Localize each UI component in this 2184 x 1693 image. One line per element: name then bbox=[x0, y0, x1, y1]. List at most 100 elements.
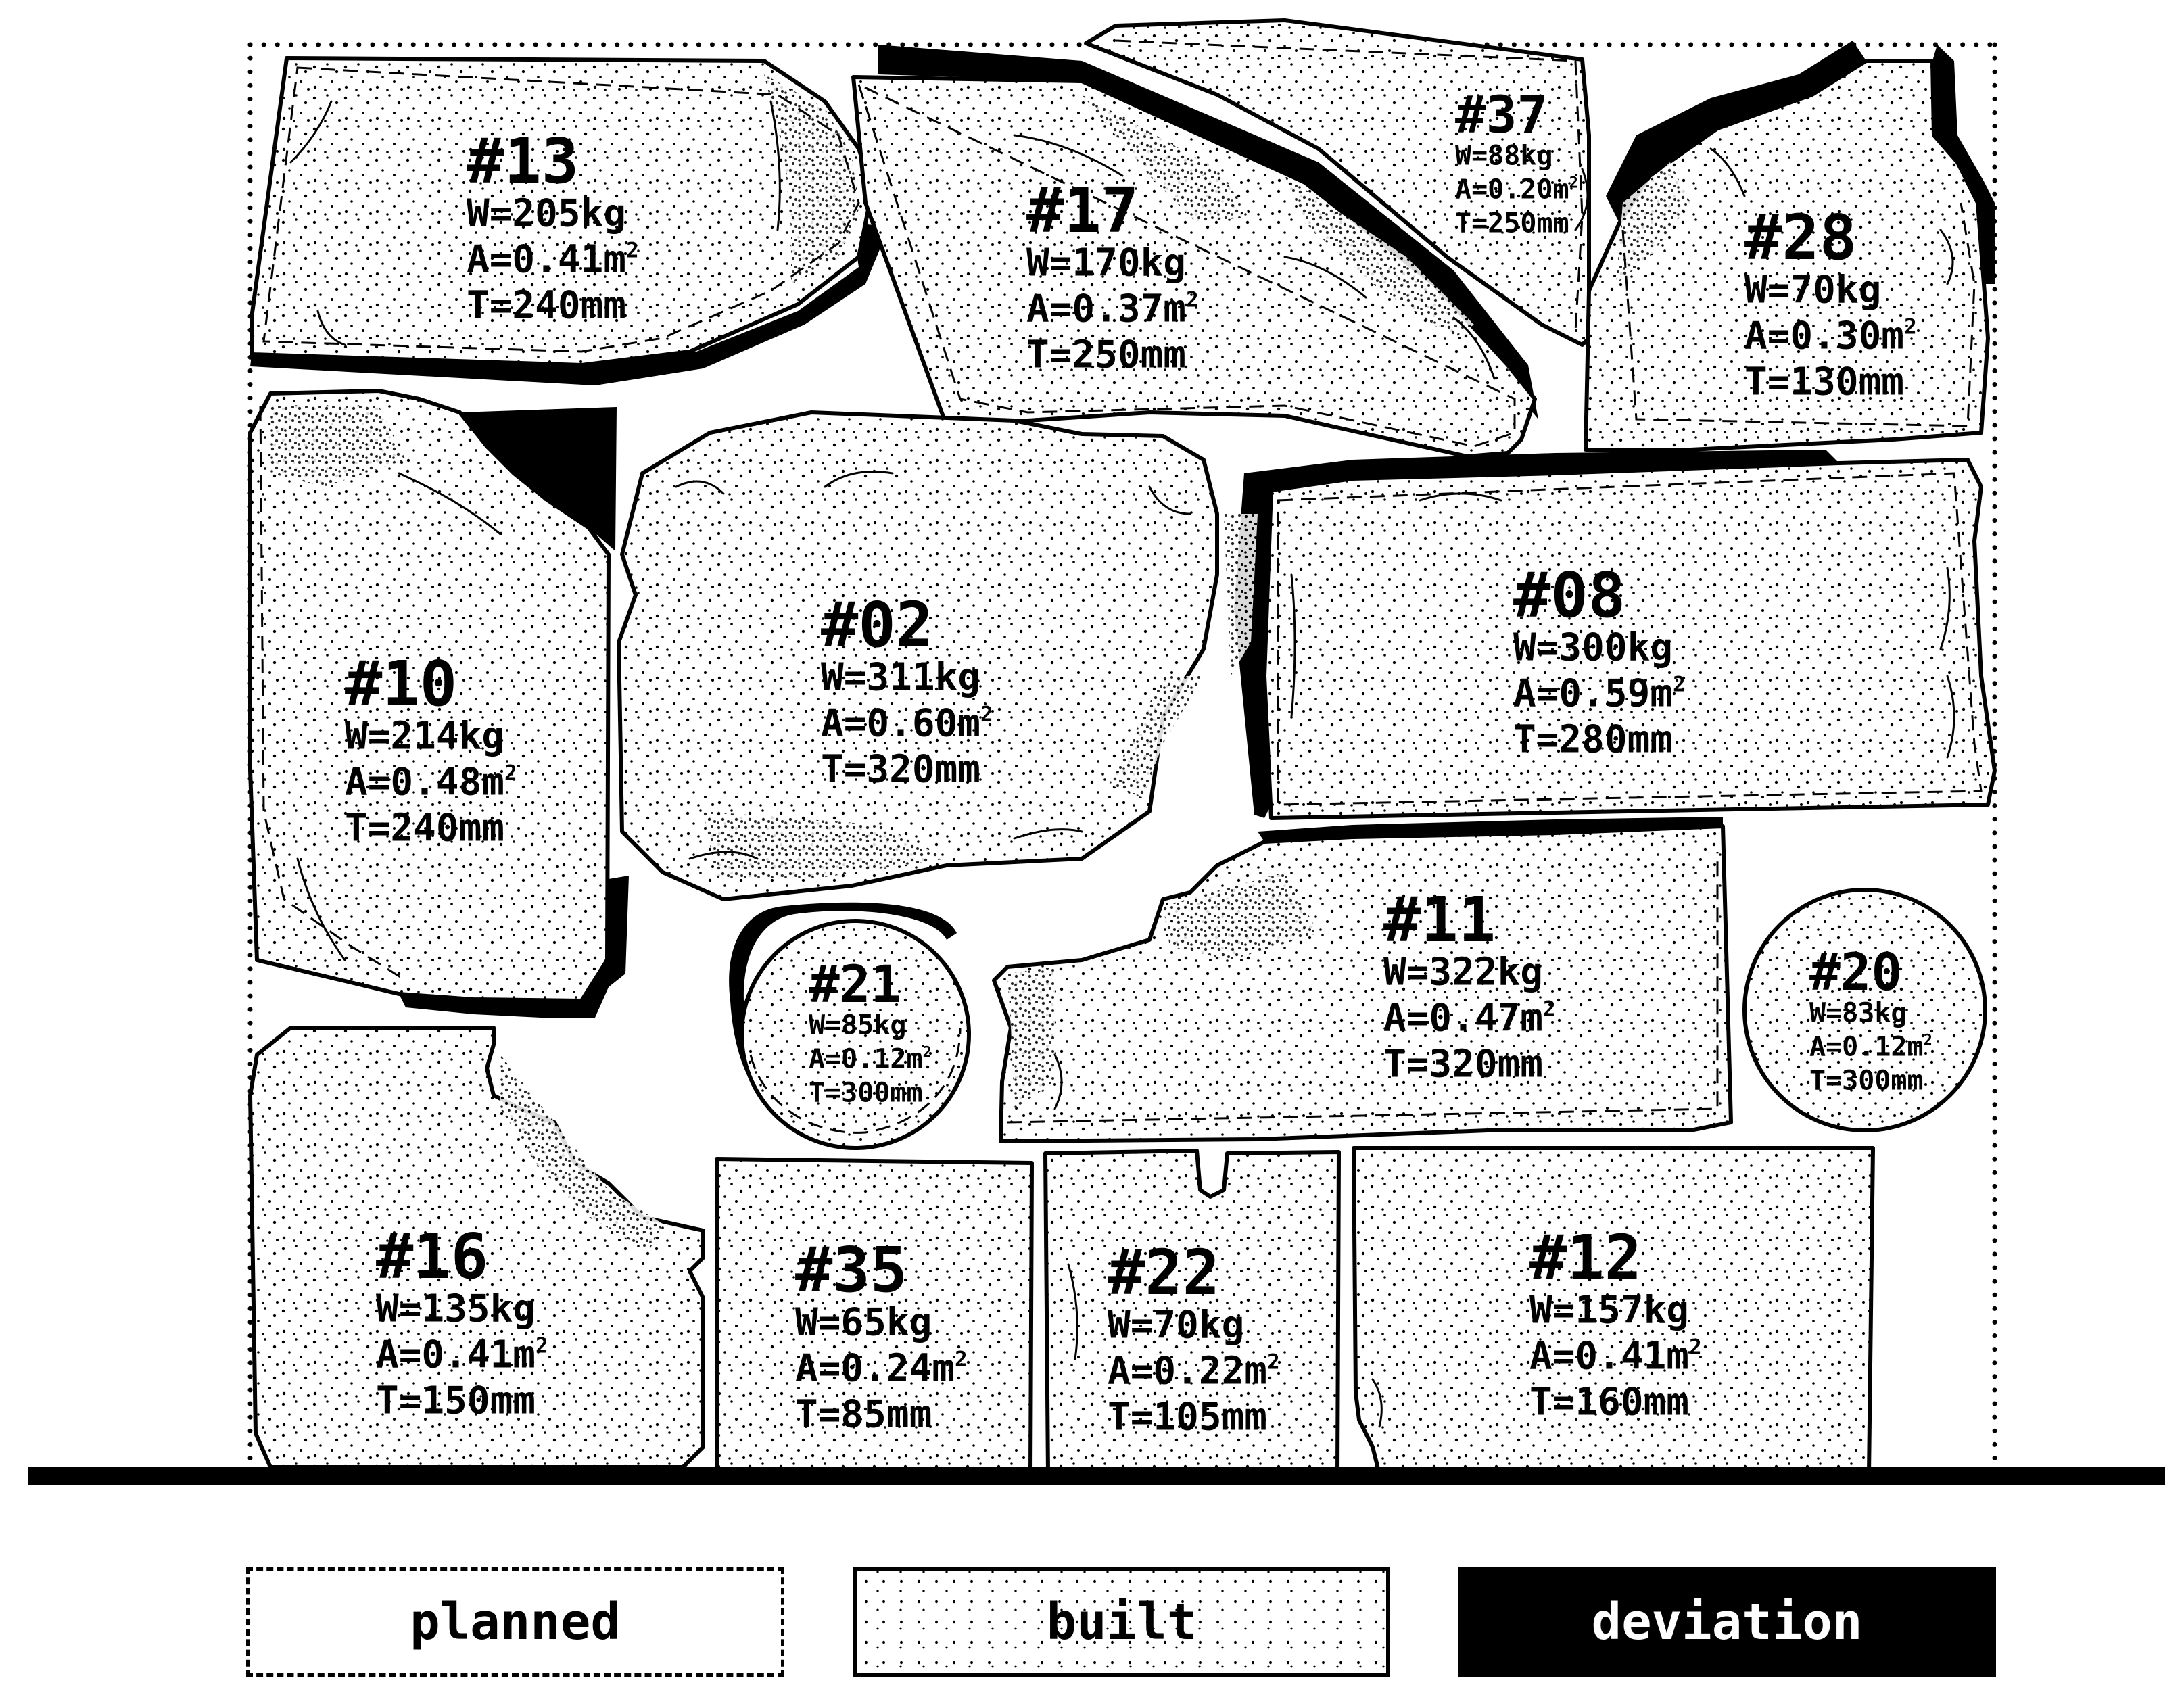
stone-thickness: T=320mm bbox=[821, 748, 980, 792]
stone-28-shape bbox=[1584, 59, 1990, 452]
stone-thickness: T=240mm bbox=[467, 284, 626, 328]
area-superscript: 2 bbox=[1267, 1350, 1280, 1375]
planned-28 bbox=[1621, 202, 1976, 427]
legend-deviation: deviation bbox=[1458, 1567, 1996, 1677]
stone-id: #35 bbox=[795, 1234, 907, 1306]
legend-planned: planned bbox=[246, 1567, 784, 1677]
stone-weight: W=157kg bbox=[1529, 1289, 1689, 1333]
stone-id: #13 bbox=[467, 125, 579, 197]
stone-02-shape bbox=[617, 410, 1219, 901]
stone-area: A=0.37m2 bbox=[1026, 287, 1199, 331]
area-superscript: 2 bbox=[980, 702, 993, 727]
stone-id: #10 bbox=[345, 648, 457, 720]
stone-area: A=0.41m2 bbox=[1529, 1335, 1702, 1379]
stone-id: #16 bbox=[376, 1220, 488, 1293]
area-superscript: 2 bbox=[504, 761, 517, 786]
stone-id: #21 bbox=[809, 954, 901, 1014]
stone-weight: W=88kg bbox=[1455, 141, 1553, 172]
planned-10 bbox=[259, 405, 406, 982]
stone-weight: W=83kg bbox=[1809, 998, 1907, 1029]
stone-thickness: T=150mm bbox=[376, 1379, 536, 1423]
stone-thickness: T=320mm bbox=[1383, 1043, 1543, 1087]
stone-20-shape bbox=[1742, 888, 1987, 1132]
area-superscript: 2 bbox=[1689, 1335, 1702, 1360]
stone-id: #12 bbox=[1529, 1222, 1642, 1294]
deviation-21 bbox=[729, 902, 957, 1122]
built-stones bbox=[248, 18, 1997, 1476]
stone-id: #20 bbox=[1809, 942, 1902, 1002]
stone-area: A=0.12m2 bbox=[809, 1044, 932, 1075]
stone-thickness: T=300mm bbox=[1809, 1066, 1924, 1097]
planned-13 bbox=[262, 66, 860, 353]
stone-area: A=0.22m2 bbox=[1108, 1350, 1280, 1393]
stone-thickness: T=300mm bbox=[809, 1078, 923, 1109]
area-superscript: 2 bbox=[955, 1348, 968, 1372]
stone-weight: W=85kg bbox=[809, 1010, 907, 1041]
stone-area: A=0.30m2 bbox=[1744, 314, 1917, 358]
planned-08 bbox=[1277, 472, 1983, 806]
area-superscript: 2 bbox=[1673, 673, 1686, 697]
stone-weight: W=70kg bbox=[1108, 1304, 1244, 1348]
stone-thickness: T=105mm bbox=[1108, 1396, 1267, 1439]
stone-thickness: T=250mm bbox=[1455, 208, 1569, 239]
stone-id: #17 bbox=[1026, 174, 1139, 247]
stone-11-shape bbox=[992, 824, 1733, 1143]
stipple-accents bbox=[270, 74, 1690, 1251]
legend-built: built bbox=[853, 1567, 1390, 1677]
stone-weight: W=135kg bbox=[376, 1287, 536, 1331]
legend-built-label: built bbox=[1046, 1593, 1197, 1651]
stone-thickness: T=160mm bbox=[1529, 1381, 1689, 1425]
stone-08-shape bbox=[1262, 458, 1997, 820]
deviation-28-left bbox=[1606, 41, 1866, 223]
stone-weight: W=322kg bbox=[1383, 951, 1543, 995]
stone-weight: W=70kg bbox=[1744, 268, 1881, 312]
stone-weight: W=170kg bbox=[1026, 241, 1186, 285]
stone-area: A=0.24m2 bbox=[795, 1347, 968, 1391]
stone-id: #22 bbox=[1108, 1237, 1220, 1309]
stone-weight: W=205kg bbox=[467, 192, 626, 236]
stone-21-shape bbox=[740, 919, 971, 1150]
stone-area: A=0.41m2 bbox=[467, 238, 639, 282]
area-superscript: 2 bbox=[1543, 997, 1556, 1022]
stone-thickness: T=250mm bbox=[1026, 333, 1186, 377]
stone-id: #28 bbox=[1744, 201, 1857, 274]
planned-outlines bbox=[259, 39, 1983, 1134]
deviation-13 bbox=[250, 223, 889, 385]
stone-16-shape bbox=[248, 1026, 705, 1469]
stone-37-shape bbox=[1084, 18, 1591, 347]
stone-area: A=0.60m2 bbox=[821, 702, 993, 746]
stone-thickness: T=130mm bbox=[1744, 360, 1904, 404]
stone-id: #11 bbox=[1383, 884, 1496, 956]
stone-id: #02 bbox=[821, 589, 933, 661]
stone-thickness: T=240mm bbox=[345, 807, 504, 851]
stone-12-shape bbox=[1352, 1146, 1875, 1476]
stone-id: #08 bbox=[1513, 559, 1625, 631]
stone-area: A=0.12m2 bbox=[1809, 1032, 1932, 1063]
stone-area: A=0.41m2 bbox=[376, 1333, 548, 1377]
stone-weight: W=300kg bbox=[1513, 626, 1673, 670]
deviation-10-bottom bbox=[399, 876, 629, 1018]
legend-deviation-label: deviation bbox=[1591, 1593, 1863, 1651]
stone-thickness: T=85mm bbox=[795, 1393, 932, 1437]
crack-lines bbox=[289, 100, 1955, 1428]
legend-planned-label: planned bbox=[410, 1593, 621, 1651]
planned-37 bbox=[1115, 39, 1584, 332]
deviation-17 bbox=[878, 45, 1538, 419]
planned-11 bbox=[1007, 852, 1719, 1124]
stone-area: A=0.20m2 bbox=[1455, 174, 1578, 206]
stone-area: A=0.47m2 bbox=[1383, 997, 1556, 1041]
stone-area: A=0.59m2 bbox=[1513, 672, 1686, 716]
planned-17 bbox=[857, 82, 1516, 448]
planned-21 bbox=[749, 1027, 962, 1134]
